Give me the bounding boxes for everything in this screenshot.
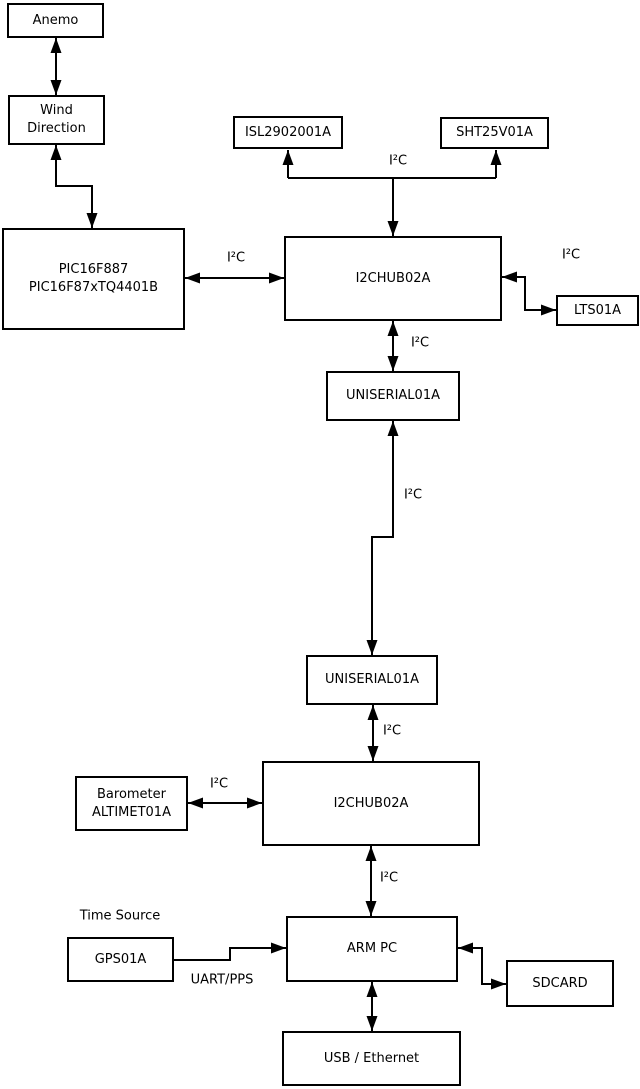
node-label: USB / Ethernet	[323, 1050, 420, 1066]
node-label: SDCARD	[532, 975, 588, 991]
node-label: I2CHUB02A	[355, 270, 431, 286]
node-label: UNISERIAL01A	[346, 388, 440, 404]
node-lts01a: LTS01A	[556, 295, 639, 326]
edge-label-i2c-uni1-uni2: I²C	[403, 487, 423, 503]
node-i2chub02a-1: I2CHUB02A	[284, 236, 502, 321]
node-label: PIC16F87xTQ4401B	[28, 280, 159, 295]
node-label: Barometer	[97, 786, 166, 802]
node-label: SHT25V01A	[456, 125, 533, 141]
edge-uni1-uni2	[366, 421, 399, 655]
node-label: PIC16F887	[58, 262, 129, 278]
edge-gps-arm	[174, 942, 286, 961]
node-isl2902001a: ISL2902001A	[233, 116, 343, 149]
node-sht25v01a: SHT25V01A	[440, 117, 549, 149]
node-anemo: Anemo	[7, 3, 104, 38]
node-label: LTS01A	[573, 302, 622, 318]
node-sdcard: SDCARD	[506, 960, 614, 1007]
node-label: ISL2902001A	[244, 124, 332, 140]
edge-arm-sdcard	[458, 942, 506, 990]
edge-label-time-source: Time Source	[79, 908, 161, 924]
node-arm-pc: ARM PC	[286, 916, 458, 982]
edge-label-i2c-hub2-arm: I²C	[379, 870, 399, 886]
node-uniserial01a-1: UNISERIAL01A	[326, 371, 460, 421]
node-label: UNISERIAL01A	[325, 672, 419, 688]
edge-label-i2c-hub1-lts: I²C	[561, 247, 581, 263]
edge-hub1-lts	[502, 271, 556, 316]
node-label: GPS01A	[94, 951, 147, 967]
node-label: Wind	[40, 103, 73, 119]
node-label: ARM PC	[346, 941, 398, 957]
edge-label-i2c-hub1-uni1: I²C	[410, 335, 430, 351]
edge-label-i2c-uni2-hub2: I²C	[382, 723, 402, 739]
edge-label-i2c-baro-hub2: I²C	[209, 776, 229, 792]
edge-label-i2c-sensors: I²C	[388, 153, 408, 169]
node-label: Direction	[27, 121, 86, 136]
node-label: ALTIMET01A	[92, 804, 171, 820]
node-uniserial01a-2: UNISERIAL01A	[306, 655, 438, 705]
edge-label-uart-pps: UART/PPS	[190, 972, 254, 988]
node-label: Anemo	[32, 12, 79, 28]
node-gps01a: GPS01A	[67, 937, 174, 982]
edge-label-i2c-pic-hub1: I²C	[226, 250, 246, 266]
node-usb-ethernet: USB / Ethernet	[282, 1031, 461, 1086]
edge-wind-pic	[50, 145, 98, 228]
node-i2chub02a-2: I2CHUB02A	[262, 761, 480, 846]
node-label: I2CHUB02A	[333, 795, 409, 811]
